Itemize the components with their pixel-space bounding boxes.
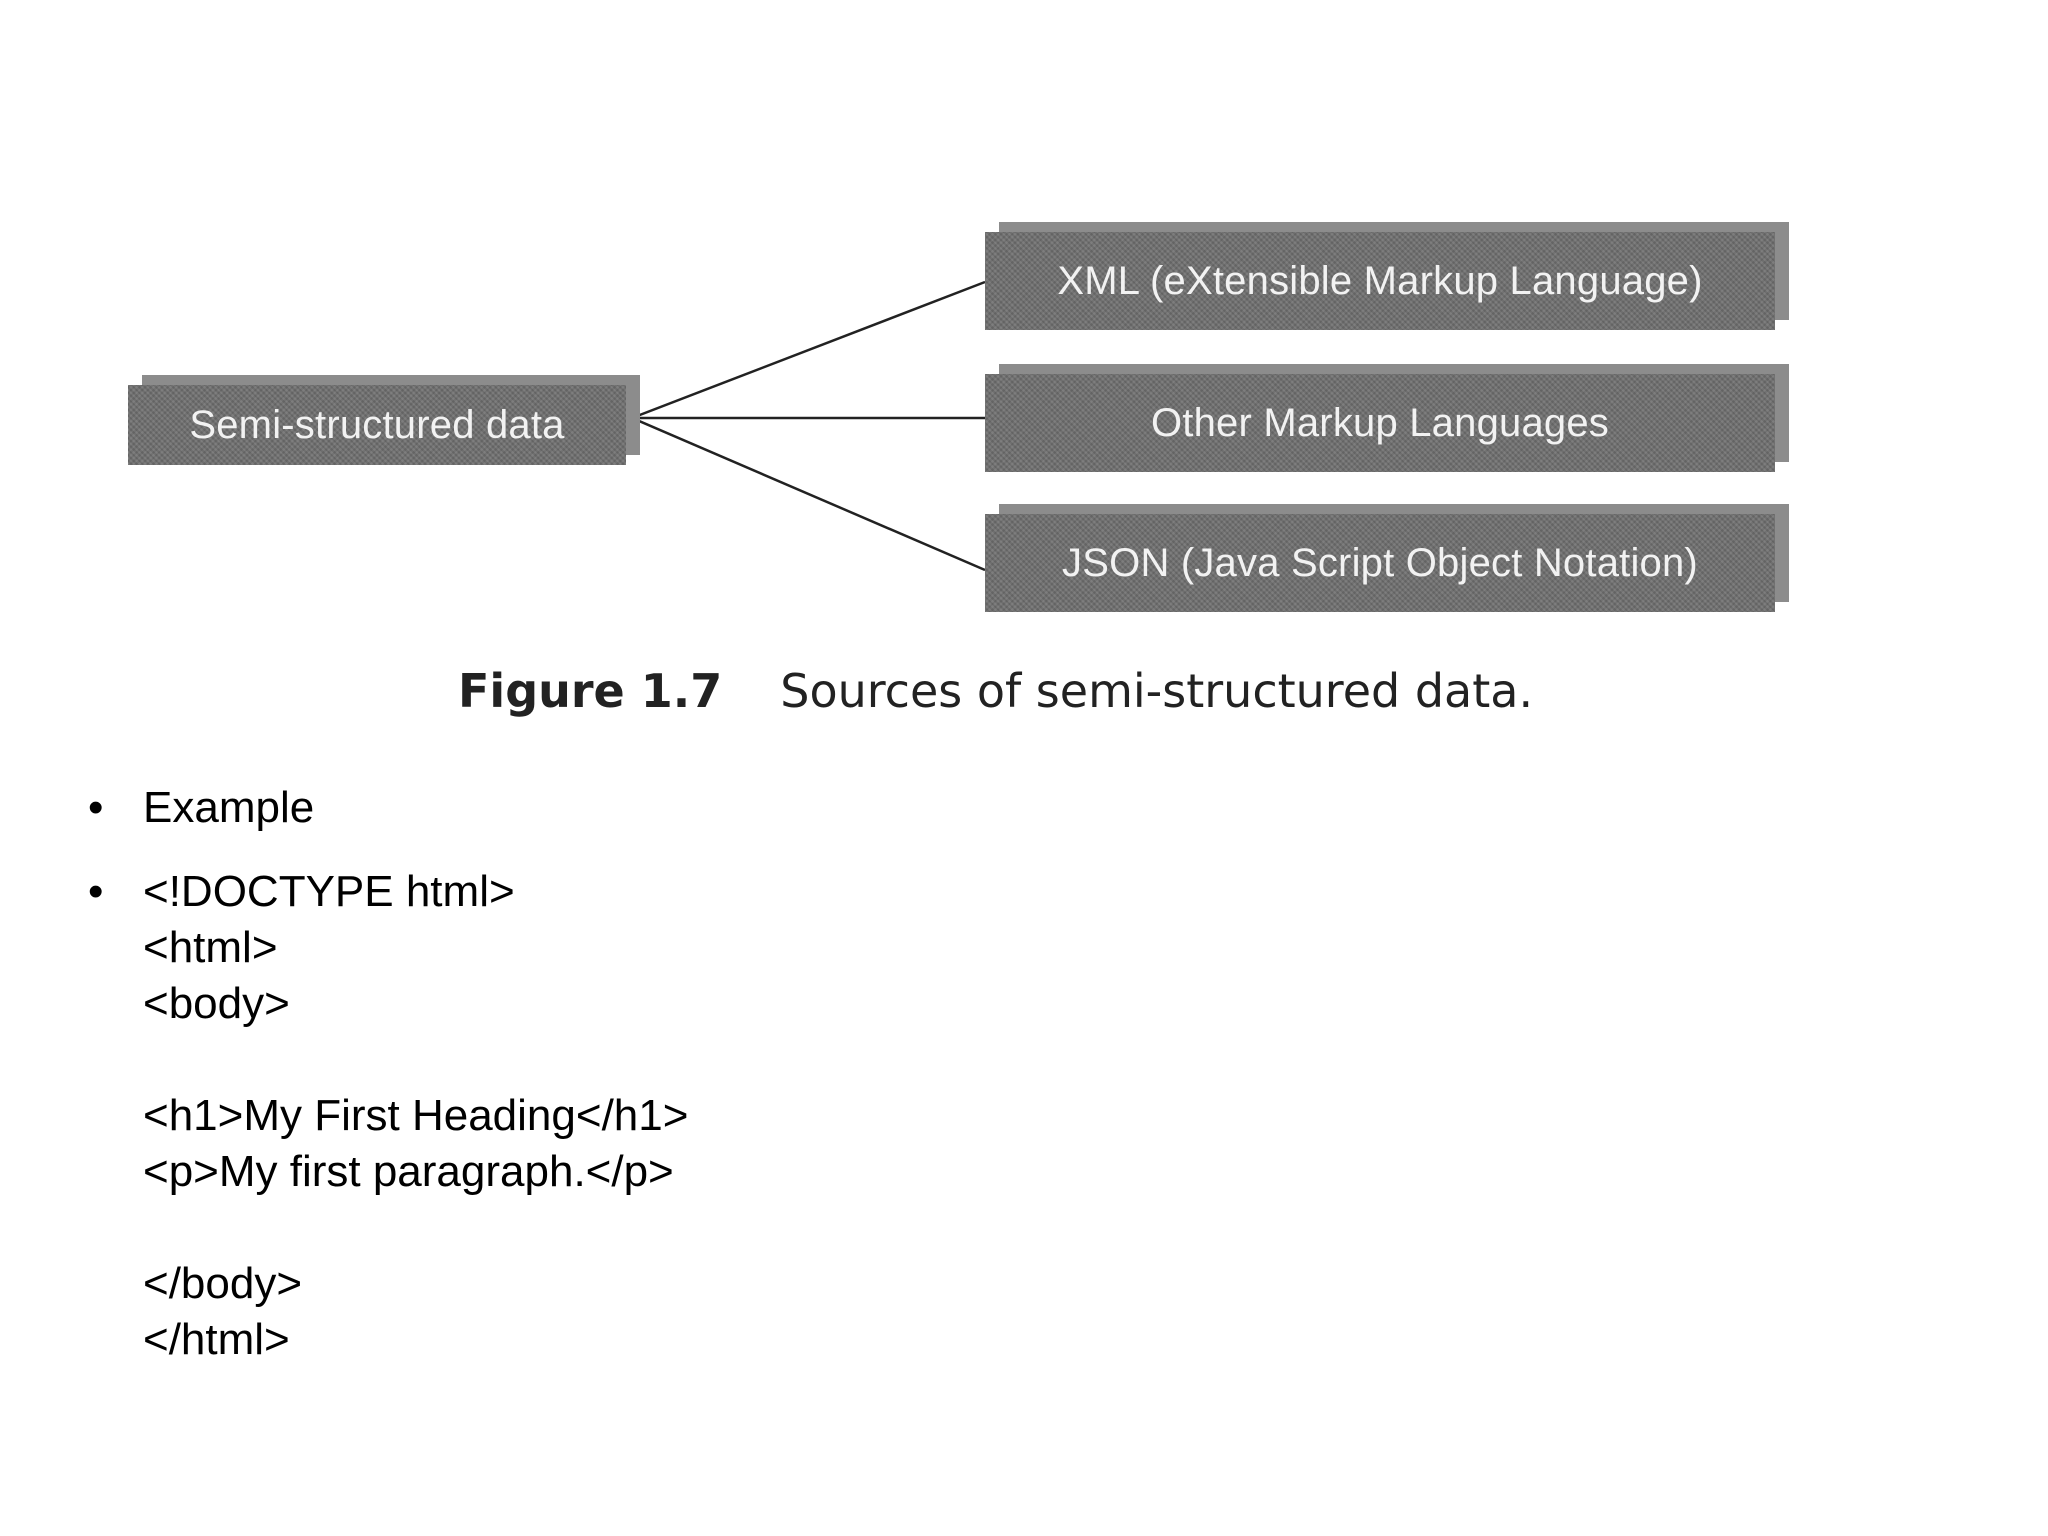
figure-number: Figure 1.7 [458, 664, 723, 718]
connector-lines [631, 280, 986, 572]
code-line: <h1>My First Heading</h1> [143, 1091, 689, 1140]
code-line: </html> [143, 1315, 290, 1364]
bullet-list: • Example • <!DOCTYPE html> <html> <body… [88, 780, 1888, 1396]
node-label: JSON (Java Script Object Notation) [1062, 540, 1698, 585]
bullet-item-example: • Example [88, 780, 1888, 836]
code-line [143, 1200, 1888, 1256]
code-line [143, 1032, 1888, 1088]
connector-to-xml [631, 280, 986, 420]
connector-to-json [631, 416, 986, 572]
figure-caption-text: Sources of semi-structured data. [780, 664, 1534, 718]
figure-caption: Figure 1.7 Sources of semi-structured dat… [458, 664, 1533, 718]
node-label: Semi-structured data [189, 402, 565, 447]
code-line: </body> [143, 1259, 303, 1308]
node-label: XML (eXtensible Markup Language) [1057, 258, 1703, 303]
bullet-item-code-example: • <!DOCTYPE html> <html> <body> <h1>My F… [88, 864, 1888, 1368]
node-json: JSON (Java Script Object Notation) [985, 514, 1775, 612]
code-block: <!DOCTYPE html> <html> <body> <h1>My Fir… [143, 864, 1888, 1368]
node-other-markup-languages: Other Markup Languages [985, 374, 1775, 472]
bullet-marker: • [88, 783, 104, 832]
code-line: <html> [143, 923, 278, 972]
bullet-marker: • [88, 867, 104, 916]
bullet-text: Example [143, 783, 315, 832]
code-line: <body> [143, 979, 290, 1028]
figure-semi-structured-sources: Semi-structured data XML (eXtensible Mar… [0, 0, 2048, 760]
node-xml: XML (eXtensible Markup Language) [985, 232, 1775, 330]
code-line: <p>My first paragraph.</p> [143, 1147, 674, 1196]
code-line: <!DOCTYPE html> [143, 867, 515, 916]
node-label: Other Markup Languages [1150, 400, 1609, 445]
node-semi-structured-data: Semi-structured data [128, 385, 626, 465]
